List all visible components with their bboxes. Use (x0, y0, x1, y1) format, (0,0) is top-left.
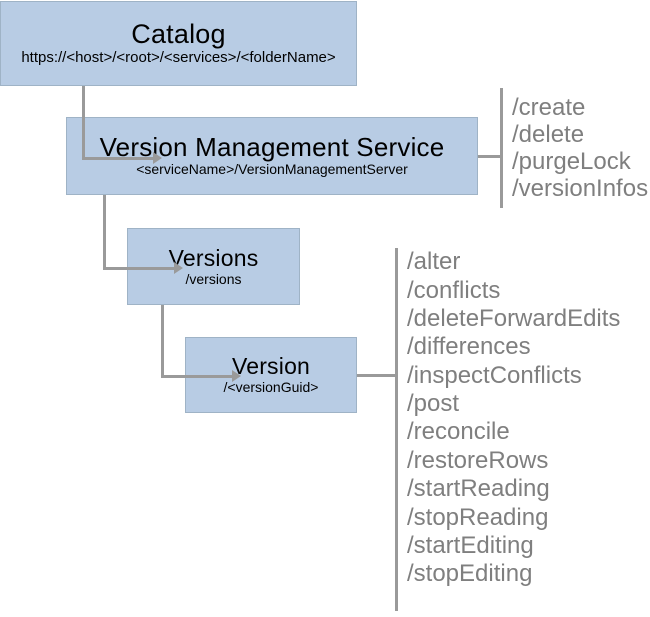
node-catalog[interactable]: Catalog https://<host>/<root>/<services>… (0, 1, 357, 86)
node-version-management-service[interactable]: Version Management Service <serviceName>… (66, 117, 478, 195)
endpoint-item[interactable]: /versionInfos (512, 174, 649, 202)
endpoint-item[interactable]: /post (407, 390, 460, 418)
endpoint-item[interactable]: /stopEditing (407, 560, 533, 588)
connector-version-to-operations-stem (357, 374, 397, 377)
connector-catalog-to-service-vertical (82, 86, 85, 160)
node-versions-subtitle: /versions (185, 270, 242, 287)
node-versions[interactable]: Versions /versions (127, 228, 300, 305)
endpoint-item[interactable]: /startEditing (407, 531, 534, 559)
endpoint-item[interactable]: /startReading (407, 475, 550, 503)
node-catalog-title: Catalog (131, 19, 226, 50)
connector-versions-to-version-horizontal (161, 375, 233, 378)
node-version-subtitle: /<versionGuid> (223, 379, 319, 396)
connector-versions-to-version-vertical (161, 305, 164, 378)
endpoint-item[interactable]: /differences (407, 333, 531, 361)
connector-catalog-to-service-horizontal (82, 157, 154, 160)
node-catalog-subtitle: https://<host>/<root>/<services>/<folder… (21, 49, 336, 67)
node-versions-title: Versions (168, 244, 259, 271)
connector-service-to-versions-vertical (103, 195, 106, 270)
arrowhead-icon-versions-to-version (232, 370, 241, 382)
endpoint-item[interactable]: /reconcile (407, 418, 510, 446)
node-version-management-service-subtitle: <serviceName>/VersionManagementServer (136, 161, 408, 178)
endpoint-item[interactable]: /purgeLock (512, 147, 631, 175)
connector-service-to-versions-horizontal (103, 267, 175, 270)
endpoint-item[interactable]: /conflicts (407, 276, 501, 304)
endpoint-list-service-operations: /create /delete /purgeLock /versionInfos (500, 88, 648, 208)
connector-service-to-operations-stem (478, 155, 502, 158)
endpoint-item[interactable]: /deleteForwardEdits (407, 304, 621, 332)
endpoint-list-version-operations: /alter /conflicts /deleteForwardEdits /d… (395, 248, 620, 611)
arrowhead-icon-service-to-versions (174, 262, 183, 274)
endpoint-item[interactable]: /create (512, 93, 586, 121)
node-version-title: Version (231, 353, 311, 380)
endpoint-item[interactable]: /restoreRows (407, 446, 549, 474)
endpoint-item[interactable]: /inspectConflicts (407, 361, 582, 389)
endpoint-item[interactable]: /delete (512, 120, 585, 148)
arrowhead-icon-catalog-to-service (153, 152, 162, 164)
endpoint-item[interactable]: /stopReading (407, 503, 549, 531)
endpoint-item[interactable]: /alter (407, 248, 461, 276)
